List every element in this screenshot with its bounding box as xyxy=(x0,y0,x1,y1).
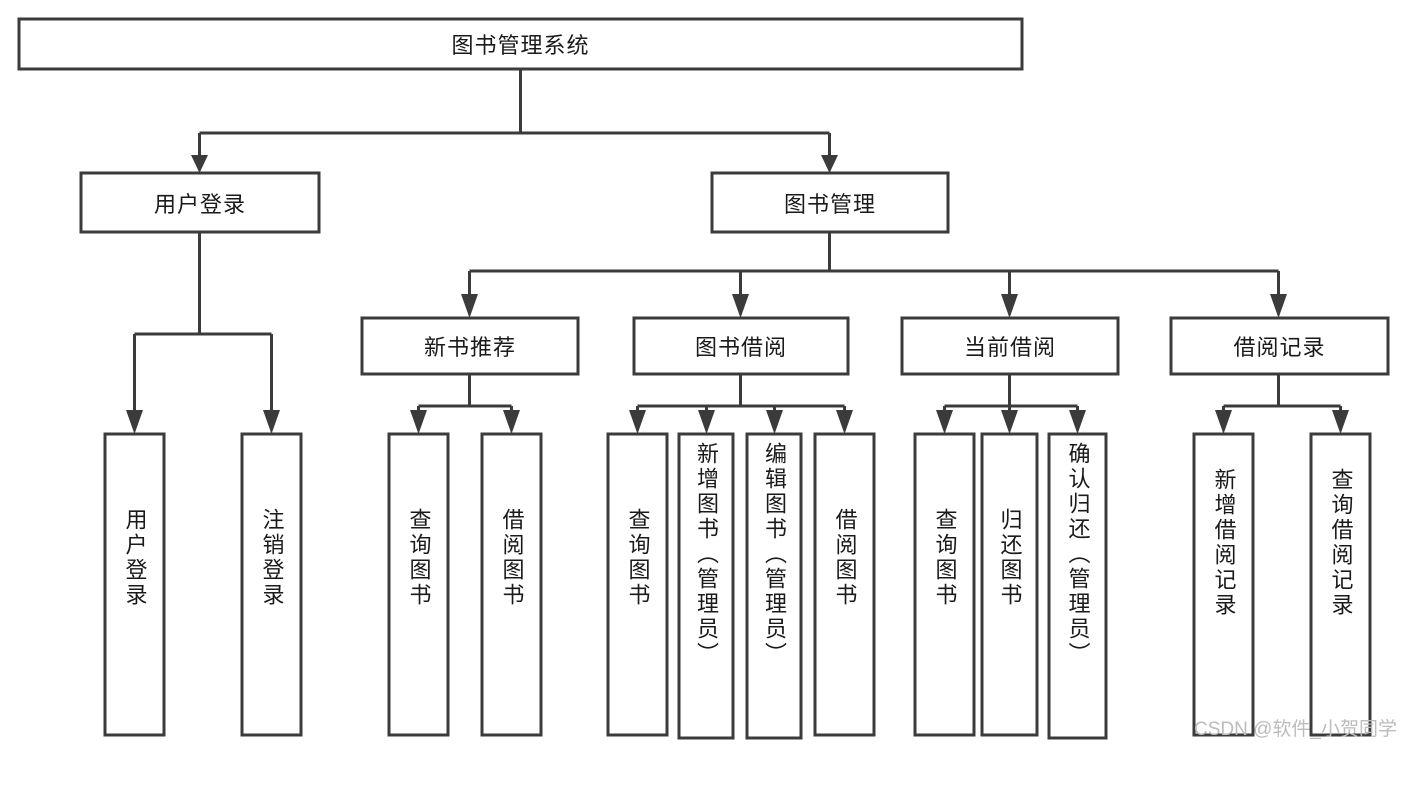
arrowhead-user-login xyxy=(191,155,208,173)
arrowhead-borrow-record-child-2 xyxy=(1332,410,1349,434)
node-leaf-record-add-box[interactable] xyxy=(1192,432,1255,737)
node-user-login-box[interactable] xyxy=(79,171,321,234)
node-leaf-current-confirm-box[interactable] xyxy=(1047,432,1108,740)
diagram-canvas: 图书管理系统 用户登录 图书管理 新书推荐 图书借阅 当前借阅 借阅记录 用户登… xyxy=(17,17,1397,740)
arrowhead-current-borrow-child-3 xyxy=(1069,410,1086,434)
arrowhead-borrow-book-child-3 xyxy=(766,410,783,434)
arrowhead-current-borrow-child-2 xyxy=(1001,410,1018,434)
arrowhead-current-borrow xyxy=(1001,294,1018,318)
node-leaf-record-query-box[interactable] xyxy=(1309,432,1372,737)
node-root-box[interactable] xyxy=(17,17,1024,71)
node-leaf-current-query-box[interactable] xyxy=(913,432,976,737)
node-leaf-borrow-edit-box[interactable] xyxy=(745,432,803,740)
arrowhead-user-login-child-1 xyxy=(126,410,143,434)
node-leaf-borrow-query-box[interactable] xyxy=(606,432,669,737)
node-leaf-borrow-lend-box[interactable] xyxy=(813,432,876,737)
arrowhead-book-mgmt xyxy=(821,155,838,173)
arrowhead-new-book-child-2 xyxy=(503,410,520,434)
node-leaf-newbook-borrow-box[interactable] xyxy=(480,432,543,737)
node-leaf-borrow-add-box[interactable] xyxy=(677,432,735,740)
arrowhead-user-login-child-2 xyxy=(263,410,280,434)
arrowhead-borrow-book-child-2 xyxy=(698,410,715,434)
diagram-svg xyxy=(17,17,1390,740)
arrowhead-new-book-child-1 xyxy=(410,410,427,434)
node-leaf-newbook-query-box[interactable] xyxy=(387,432,450,737)
node-book-mgmt-box[interactable] xyxy=(710,171,950,234)
node-new-book-box[interactable] xyxy=(360,316,580,376)
arrowhead-borrow-record-child-1 xyxy=(1215,410,1232,434)
node-leaf-user-login-box[interactable] xyxy=(103,432,166,737)
arrowhead-borrow-record xyxy=(1270,294,1287,318)
node-leaf-logout-box[interactable] xyxy=(240,432,303,737)
arrowhead-borrow-book xyxy=(732,294,749,318)
arrowhead-current-borrow-child-1 xyxy=(936,410,953,434)
node-leaf-current-return-box[interactable] xyxy=(980,432,1039,737)
arrowhead-borrow-book-child-4 xyxy=(836,410,853,434)
arrowhead-borrow-book-child-1 xyxy=(629,410,646,434)
node-borrow-record-box[interactable] xyxy=(1169,316,1390,376)
node-current-borrow-box[interactable] xyxy=(900,316,1120,376)
node-borrow-book-box[interactable] xyxy=(632,316,850,376)
arrowhead-new-book xyxy=(461,294,478,318)
